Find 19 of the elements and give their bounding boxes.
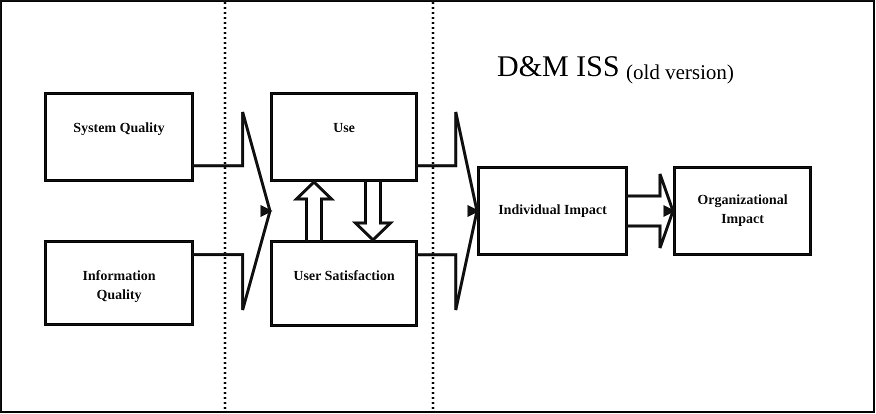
box-label: Individual Impact — [497, 202, 608, 220]
box-label: Use — [332, 120, 356, 138]
process-box — [477, 166, 628, 256]
merge-chevron-arrow — [418, 205, 480, 312]
process-box — [44, 240, 194, 326]
process-box — [270, 92, 418, 182]
box-label: System Quality — [72, 120, 166, 138]
merge-chevron-arrow — [194, 205, 272, 312]
process-box — [673, 166, 812, 256]
hollow-arrow — [352, 180, 394, 242]
hollow-arrow — [292, 180, 336, 242]
diagram-title: D&M ISS — [497, 50, 620, 84]
box-label: Organizational Impact — [696, 192, 789, 229]
hollow-arrow — [626, 172, 676, 250]
process-box — [44, 92, 194, 182]
box-label: Information Quality — [81, 268, 157, 305]
box-label: User Satisfaction — [292, 268, 396, 286]
subtitle-note: (old version) — [626, 60, 734, 85]
process-box — [270, 240, 418, 327]
